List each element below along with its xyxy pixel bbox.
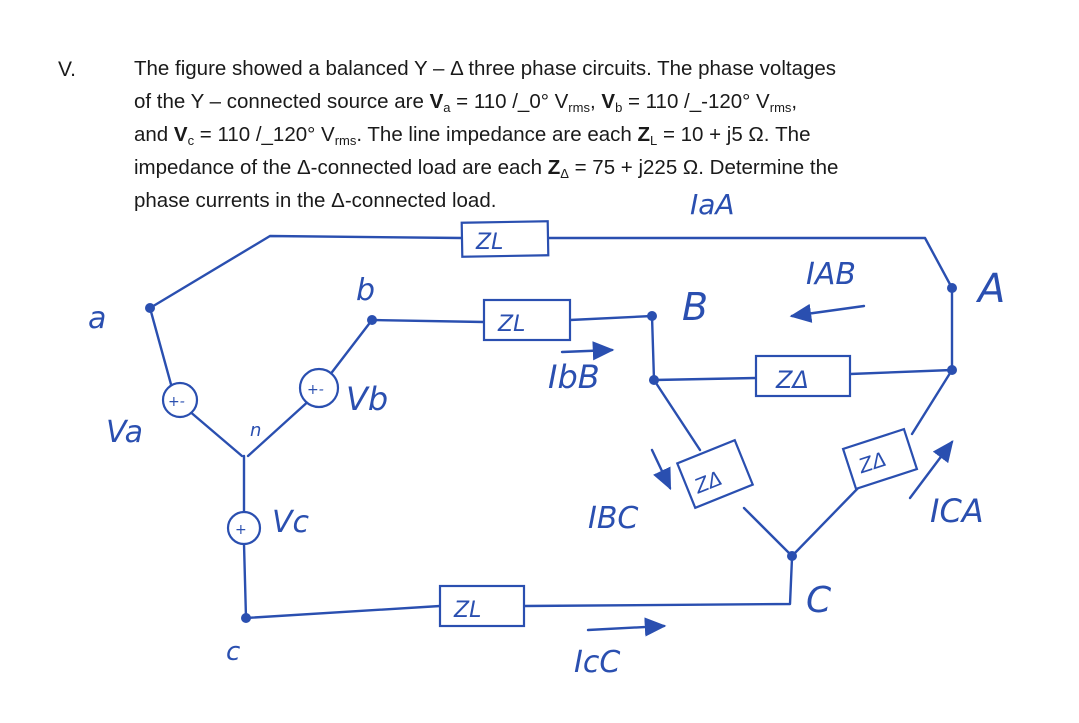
zl-value: = 10 + j5 Ω. The — [657, 123, 811, 146]
wire-zca-lower — [790, 482, 864, 558]
vc-symbol: V — [173, 123, 188, 146]
vb-symbol: V — [601, 90, 616, 113]
label-node-B: B — [682, 285, 708, 329]
wire-line-a-right — [546, 236, 954, 290]
zl-symbol: Z — [637, 123, 651, 146]
problem-line-1: The figure showed a balanced Y – Δ three… — [134, 57, 837, 80]
zd-symbol: Z — [547, 156, 561, 179]
vb-value: = 110 /_-120° V — [622, 90, 770, 113]
wire-line-c — [244, 604, 442, 620]
label-zl-bot: ZL — [453, 598, 481, 623]
vb-subscript: b — [615, 100, 623, 115]
zl-subscript: L — [650, 133, 658, 148]
problem-line-2: of the Y – connected source are Va = 110… — [134, 90, 798, 115]
problem-line-3: and Vc = 110 /_120° Vrms. The line imped… — [134, 123, 810, 148]
wire-a-to-va — [148, 306, 174, 390]
label-i-aa: IaA — [690, 188, 735, 221]
wire-zbc-lower — [742, 506, 794, 558]
wire-zca-upper — [910, 368, 954, 436]
va-sign-icon: +- — [168, 394, 185, 410]
label-i-ab: IAB — [806, 257, 856, 292]
delta-impedance-box-ca — [841, 427, 919, 491]
wire-line-c-right — [522, 556, 794, 608]
wire-vc-to-c — [242, 542, 248, 620]
label-i-bb: IbB — [548, 358, 600, 396]
node-B2-dot — [649, 375, 659, 385]
wire-zab-left — [652, 376, 758, 382]
label-src-va: Va — [106, 415, 143, 450]
wire-zbc-upper — [652, 378, 702, 452]
line2-text: of the Y – connected source are — [134, 90, 430, 113]
line3-text: and — [134, 123, 174, 146]
label-node-c: c — [226, 637, 240, 667]
problem-number: V. — [58, 58, 76, 81]
rms-subscript: rms — [568, 100, 590, 115]
node-a-dot — [145, 303, 155, 313]
source-vc — [226, 510, 262, 546]
label-node-C: C — [806, 580, 832, 621]
label-zl-top: ZL — [475, 230, 503, 255]
node-A2-dot — [947, 365, 957, 375]
va-value: = 110 /_0° V — [450, 90, 569, 113]
label-node-A: A — [975, 266, 1005, 312]
wire-line-b — [370, 318, 486, 324]
label-i-ca: ICA — [930, 492, 984, 530]
zd-subscript: Δ — [560, 166, 569, 181]
label-i-bc: IBC — [588, 501, 638, 536]
label-node-a: a — [88, 301, 106, 336]
label-src-vc: Vc — [272, 505, 310, 540]
problem-line-5: phase currents in the Δ-connected load. — [134, 189, 497, 212]
vc-value: = 110 /_120° V — [194, 123, 335, 146]
delta-impedance-box-bc — [675, 438, 755, 510]
problem-statement: V. The figure showed a balanced Y – Δ th… — [0, 0, 1079, 230]
line-impedance-box-b — [482, 298, 572, 342]
vc-subscript: c — [187, 133, 195, 148]
arrow-i-cc-icon — [586, 617, 667, 637]
source-vb — [298, 367, 340, 409]
rms-subscript: rms — [334, 133, 357, 148]
line4-text: impedance of the Δ-connected load are ea… — [134, 156, 548, 179]
label-src-vb: Vb — [346, 380, 388, 418]
node-A-dot — [947, 283, 957, 293]
node-b-dot — [367, 315, 377, 325]
label-i-cc: IcC — [574, 645, 620, 680]
vc-sign-icon: + — [235, 522, 247, 538]
wire-line-b-right — [568, 314, 654, 322]
label-node-n: n — [250, 420, 261, 441]
source-va — [161, 381, 199, 419]
wire-line-a — [148, 234, 464, 310]
node-C-dot — [787, 551, 797, 561]
arrow-i-ab-icon — [789, 303, 866, 323]
label-zd-ab: ZΔ — [775, 366, 809, 394]
problem-line-4: impedance of the Δ-connected load are ea… — [134, 156, 838, 181]
label-node-b: b — [356, 273, 375, 308]
arrow-i-bc-icon — [650, 448, 672, 491]
arrow-i-ca-icon — [908, 440, 954, 500]
wire-zab-right — [848, 368, 954, 376]
va-subscript: a — [443, 100, 451, 115]
rms-subscript: rms — [769, 100, 792, 115]
wire-B-node — [650, 314, 656, 382]
line-impedance-box-a — [460, 220, 550, 258]
line-impedance-box-c — [438, 584, 526, 628]
arrow-i-bb-icon — [560, 341, 615, 361]
va-symbol: V — [429, 90, 444, 113]
node-c-dot — [241, 613, 251, 623]
line3-mid: . The line impedance are each — [356, 123, 638, 146]
wire-va-to-n — [186, 408, 244, 458]
delta-impedance-box-ab — [754, 354, 852, 398]
node-B-dot — [647, 311, 657, 321]
wire-b-to-vb — [324, 318, 374, 382]
vb-sign-icon: +- — [307, 382, 324, 398]
wire-vb-to-n — [246, 396, 314, 458]
label-zl-mid: ZL — [497, 312, 525, 337]
zd-value: = 75 + j225 Ω. Determine the — [568, 156, 839, 179]
